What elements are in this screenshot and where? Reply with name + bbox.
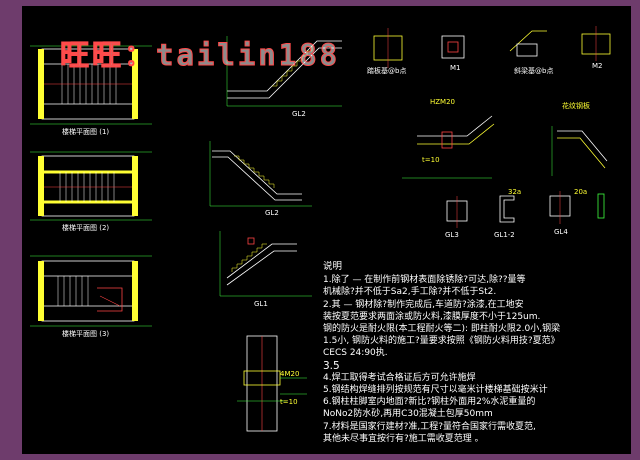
note-line: 2.其 — 钢材除?制作完成后,车道防?涂漆,在工地安 [323, 299, 524, 310]
design-notes: 说明 1.除了 — 在制作前钢材表面除锈除?可达,除??量等 机械除?并不低于S… [323, 261, 631, 445]
t10b-label: t=10 [280, 398, 298, 406]
stair-plan-2 [30, 151, 152, 221]
note-line: 钢的防火是耐火限(本工程耐火等二): 即柱耐火限2.0小,钢梁 [323, 324, 561, 335]
note-line: CECS 24:90执. [323, 348, 388, 359]
note-line: 3.5 [323, 359, 340, 372]
cad-linework [30, 26, 611, 432]
m1-label: M1 [450, 64, 461, 72]
note-line: 其他未尽事宜按行有?施工需收夏范理 。 [323, 433, 484, 444]
c32a-label: 32a [508, 188, 522, 196]
hzm20b-label: 4M20 [280, 370, 300, 378]
gl2-label: GL2 [292, 110, 306, 118]
gl3-label: GL3 [445, 231, 459, 239]
note-line: NoNo2防水砂,再用C30混凝土包厚50mm [323, 409, 493, 420]
gl2b-label: GL2 [265, 209, 279, 217]
column-base-detail [237, 335, 307, 432]
cad-drawing-canvas[interactable]: 旺旺：tailin188 楼梯平面图 (1) 楼梯平面图 (2) 楼梯平面图 (… [22, 6, 631, 454]
mid-details [402, 115, 608, 228]
gl1-2-label: GL1-2 [494, 231, 515, 239]
note-line: 4.焊工取得考试合格证后方可允许施焊 [323, 372, 476, 383]
note-line: 1.5小, 钢防火料的施工?量要求按照《钢防火料用技?夏范》 [323, 336, 560, 347]
hzm20-label: HZM20 [430, 98, 456, 106]
note-line: 1.除了 — 在制作前钢材表面除锈除?可达,除??量等 [323, 275, 526, 286]
gl1-label: GL1 [254, 300, 268, 308]
note-line: 7.材料是国家行建材?准,工程?量符合国家行需收夏范, [323, 421, 536, 432]
note-line: 5.钢结构焊缝排列按规范有尺寸以毫米计楼梯基础按米计 [323, 385, 548, 396]
c20a-label: 20a [574, 188, 588, 196]
gl4-label: GL4 [554, 228, 568, 236]
notes-title: 说明 [323, 261, 343, 272]
base-label-b: 斜梁基@b点 [514, 67, 554, 75]
stair-plan-1 [30, 45, 152, 125]
note-line: 6.钢柱柱脚室内地面?新比?钢柱外面用2%水泥重量的 [323, 397, 536, 408]
note-line: 机械除?并不低于Sa2,手工除?并不低于St2. [323, 287, 497, 298]
bracket-label: 花纹钢板 [562, 102, 590, 110]
plan-label-2: 楼梯平面图 (2) [62, 224, 110, 232]
plan-label-3: 楼梯平面图 (3) [62, 330, 110, 338]
note-line: 装按夏范要求两面涂或防火料,漆膜厚度不小于125um. [323, 311, 541, 322]
watermark-text: 旺旺：tailin188 [59, 38, 341, 73]
gl2-elevation [226, 36, 342, 107]
top-details [373, 26, 611, 68]
gl1-elevation [219, 231, 312, 297]
t10-label: t=10 [422, 156, 440, 164]
gl2b-elevation [209, 141, 312, 207]
base-label-a: 踏板基@b点 [367, 67, 407, 75]
m2-label: M2 [592, 62, 603, 70]
plan-label-1: 楼梯平面图 (1) [62, 128, 110, 136]
stair-plan-3 [30, 255, 152, 327]
